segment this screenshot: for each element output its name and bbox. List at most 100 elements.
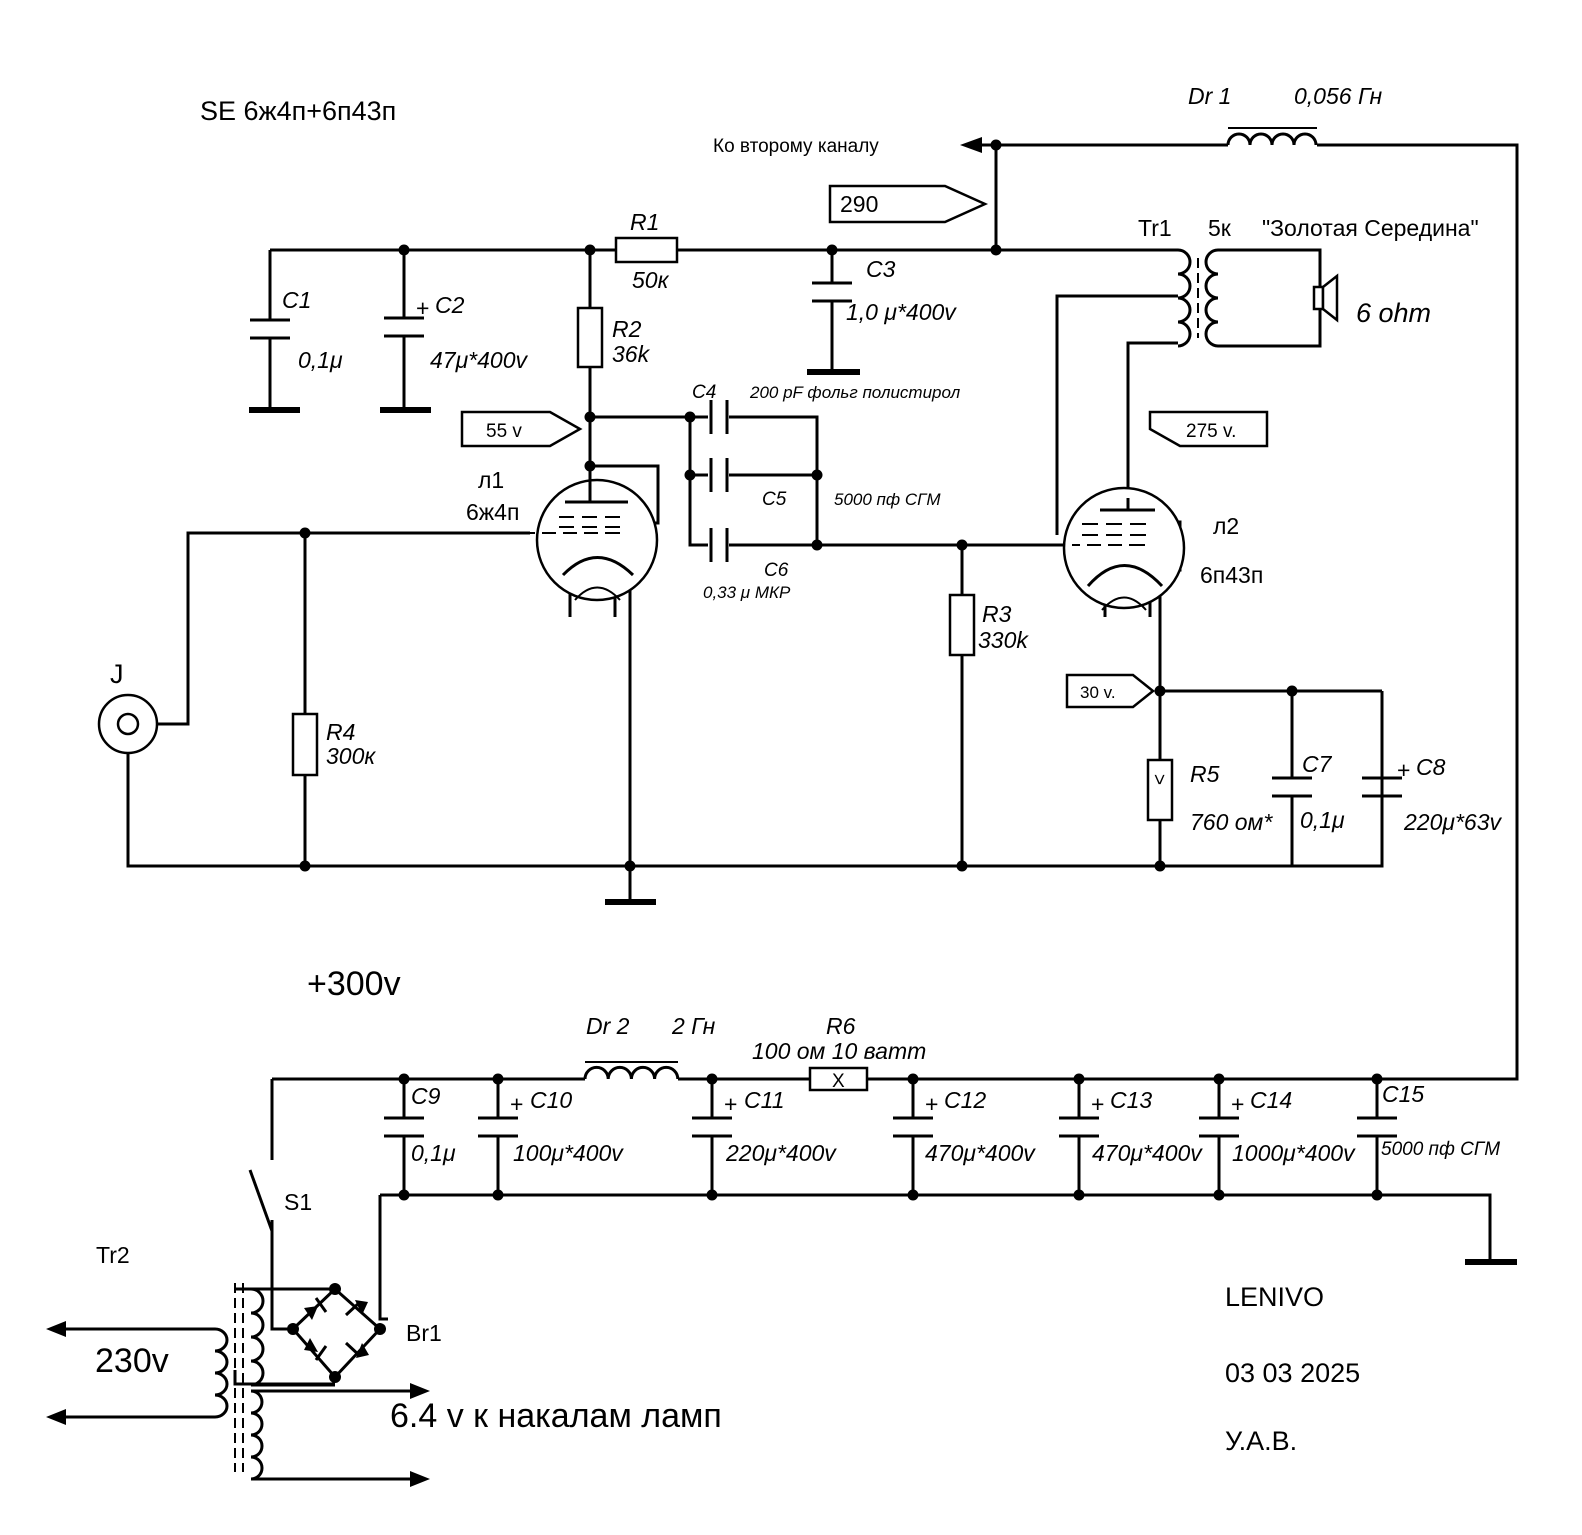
dr1-value: 0,056 Гн (1294, 83, 1382, 109)
capacitor-c14: + C14 1000μ*400v (1199, 1087, 1356, 1166)
diode-icon (304, 1297, 328, 1320)
arrow-to-second-channel (960, 137, 982, 153)
capacitor-c11: + C11 220μ*400v (692, 1087, 837, 1166)
c13-value: 470μ*400v (1092, 1140, 1203, 1166)
resistor-r6: X R6 100 ом 10 ватт (752, 1013, 926, 1092)
speaker-impedance: 6 ohm (1356, 298, 1431, 328)
capacitor-c6: C6 0,33 μ МКР (703, 528, 791, 602)
l1-type: 6ж4п (466, 499, 519, 525)
c9-ref: C9 (411, 1083, 441, 1109)
r1-value: 50к (632, 267, 670, 293)
capacitor-c2: + C2 47μ*400v (384, 292, 529, 373)
resistor-r3: R3 330k (948, 593, 1029, 657)
tube-l1: л1 6ж4п (466, 467, 659, 602)
c14-plus: + (1231, 1091, 1244, 1117)
diode-icon (344, 1300, 368, 1317)
r3-value: 330k (978, 627, 1029, 653)
capacitor-c9: C9 0,1μ (384, 1083, 456, 1166)
choke-dr2: Dr 2 2 Гн (583, 1013, 716, 1080)
c7-ref: C7 (1302, 751, 1333, 777)
capacitor-c10: + C10 100μ*400v (478, 1087, 624, 1166)
bridge-rectifier-br1: Br1 (287, 1283, 442, 1383)
c1-ref: C1 (282, 287, 311, 313)
voltage-30-text: 30 v. (1080, 683, 1116, 702)
r6-value: 100 ом 10 ватт (752, 1038, 926, 1064)
l2-type: 6п43п (1200, 562, 1263, 588)
r5-ref: R5 (1190, 761, 1220, 787)
dr2-ref: Dr 2 (586, 1013, 630, 1039)
capacitor-c8: + C8 220μ*63v (1362, 691, 1503, 866)
speaker-icon: 6 ohm (1312, 273, 1431, 328)
output-transformer-tr1: Tr1 5к "Золотая Середина" (1138, 215, 1479, 348)
heater-label: 6.4 v к накалам ламп (390, 1397, 722, 1435)
date-label: 03 03 2025 (1225, 1358, 1360, 1388)
c2-value: 47μ*400v (430, 347, 529, 373)
jack-ref: J (110, 659, 124, 689)
c8-value: 220μ*63v (1403, 809, 1503, 835)
r2-ref: R2 (612, 316, 642, 342)
c8-plus: + (1397, 757, 1410, 783)
c13-plus: + (1091, 1091, 1104, 1117)
c3-value: 1,0 μ*400v (846, 299, 957, 325)
voltage-flag-275: 275 v. (1148, 410, 1269, 448)
wires (126, 143, 1519, 1386)
c12-plus: + (925, 1091, 938, 1117)
tr1-impedance: 5к (1208, 215, 1232, 241)
c5-ref: C5 (762, 489, 787, 510)
mains-voltage-label: 230v (95, 1342, 169, 1380)
diode-icon (304, 1338, 328, 1361)
s1-ref: S1 (284, 1189, 312, 1215)
r4-value: 300к (326, 743, 376, 769)
capacitor-c5: C5 5000 пф СГМ (709, 458, 941, 510)
c13-ref: C13 (1110, 1087, 1152, 1113)
c3-ref: C3 (866, 256, 896, 282)
capacitor-c7: C7 0,1μ (1272, 751, 1345, 833)
author-label: LENIVO (1225, 1282, 1324, 1312)
voltage-275-text: 275 v. (1186, 421, 1236, 442)
voltage-flag-55: 55 v (460, 410, 583, 448)
power-transformer-tr2: Tr2 (46, 1242, 430, 1487)
br1-ref: Br1 (406, 1320, 442, 1346)
voltage-flag-30: 30 v. (1065, 673, 1156, 709)
dr1-ref: Dr 1 (1188, 83, 1231, 109)
r2-value: 36k (612, 341, 651, 367)
c4-ref: C4 (692, 382, 716, 403)
r5-mark: < (1150, 774, 1171, 785)
l2-ref: л2 (1213, 513, 1239, 539)
tube-l2: л2 6п43п (1062, 486, 1263, 611)
capacitor-c15: C15 5000 пф СГМ (1357, 1081, 1500, 1160)
c9-value: 0,1μ (411, 1140, 456, 1166)
capacitor-c4: C4 200 pF фольг полистирол (692, 382, 961, 434)
capacitor-c3: C3 1,0 μ*400v (812, 256, 957, 325)
r3-ref: R3 (982, 601, 1012, 627)
c10-ref: C10 (530, 1087, 572, 1113)
tr2-ref: Tr2 (96, 1242, 130, 1268)
c2-ref: C2 (435, 292, 465, 318)
c8-ref: C8 (1416, 754, 1446, 780)
c14-ref: C14 (1250, 1087, 1292, 1113)
capacitor-c13: + C13 470μ*400v (1059, 1087, 1203, 1166)
voltage-flag-290: 290 (828, 184, 989, 224)
r1-ref: R1 (630, 209, 659, 235)
c5-value: 5000 пф СГМ (834, 490, 941, 509)
diagram-title: SE 6ж4п+6п43п (200, 96, 396, 126)
voltage-290-text: 290 (840, 191, 878, 217)
c1-value: 0,1μ (298, 347, 343, 373)
tr1-name: "Золотая Середина" (1262, 215, 1479, 241)
c11-value: 220μ*400v (725, 1140, 837, 1166)
c4-value: 200 pF фольг полистирол (749, 383, 961, 402)
dr2-value: 2 Гн (671, 1013, 716, 1039)
c15-ref: C15 (1382, 1081, 1424, 1107)
resistor-r4: R4 300к (291, 712, 376, 777)
r5-value: 760 ом* (1190, 809, 1273, 835)
c2-plus: + (416, 295, 429, 321)
c15-value: 5000 пф СГМ (1381, 1139, 1500, 1160)
l1-ref: л1 (478, 467, 504, 493)
voltage-55-text: 55 v (486, 421, 522, 442)
resistor-r2: R2 36k (576, 306, 651, 369)
c10-value: 100μ*400v (513, 1140, 624, 1166)
c10-plus: + (510, 1091, 523, 1117)
to-second-channel-label: Ко второму каналу (713, 136, 879, 157)
b-plus-label: +300v (307, 965, 401, 1003)
